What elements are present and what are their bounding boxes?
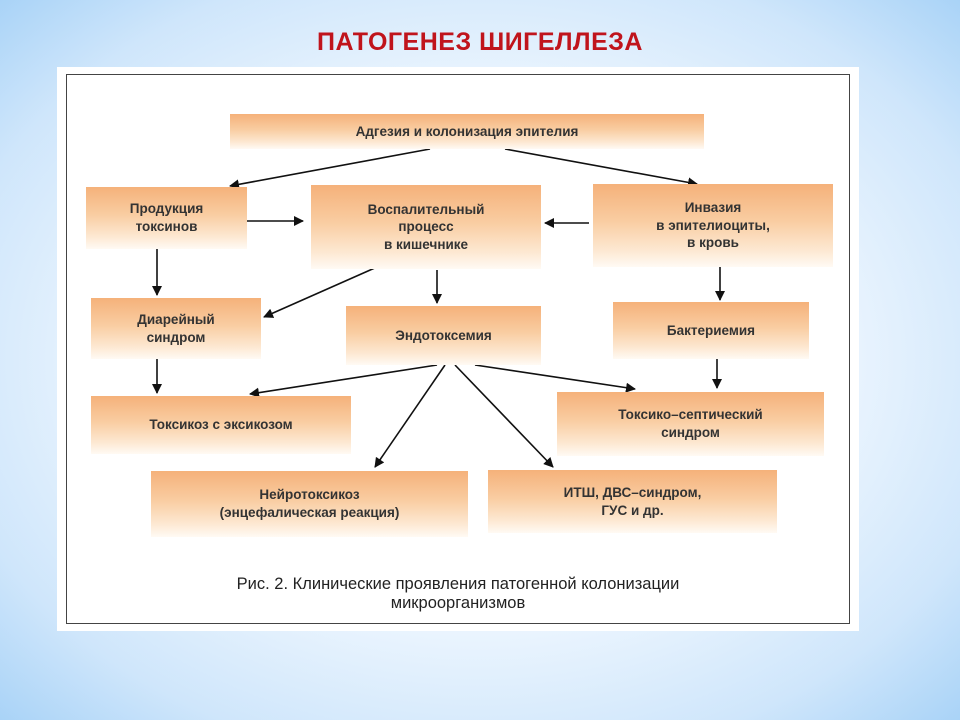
figure-caption: Рис. 2. Клинические проявления патогенно…	[236, 575, 680, 612]
arrow-adhesion-to-toxins	[229, 148, 431, 190]
arrow-endotoxemia-to-neurotoxicosis	[374, 364, 446, 468]
box-toxicosis: Токсикоз с эксикозом	[91, 396, 351, 454]
box-diarrhea: Диарейный синдром	[91, 298, 261, 359]
box-endotoxemia: Эндотоксемия	[346, 306, 541, 365]
arrow-inflammation-to-diarrhea	[263, 266, 378, 318]
box-septic: Токсико–септический синдром	[557, 392, 824, 456]
arrow-adhesion-to-invasion	[504, 148, 698, 188]
arrow-endotoxemia-to-itsh	[454, 364, 554, 468]
box-toxins: Продукция токсинов	[86, 187, 247, 249]
diagram-arrows	[152, 148, 725, 468]
box-itsh: ИТШ, ДВС–синдром, ГУС и др.	[488, 470, 777, 533]
arrow-endotoxemia-to-toxicosis	[249, 364, 438, 398]
box-adhesion: Адгезия и колонизация эпителия	[230, 114, 704, 149]
slide-title: ПАТОГЕНЕЗ ШИГЕЛЛЕЗА	[317, 28, 643, 56]
arrow-endotoxemia-to-septic	[474, 364, 636, 393]
diagram-frame	[66, 74, 850, 624]
box-invasion: Инвазия в эпителиоциты, в кровь	[593, 184, 833, 267]
box-inflammation: Воспалительный процесс в кишечнике	[311, 185, 541, 269]
box-bacteremia: Бактериемия	[613, 302, 809, 359]
diagram-panel: Адгезия и колонизация эпителия Продукция…	[57, 67, 859, 631]
box-neurotoxicosis: Нейротоксикоз (энцефалическая реакция)	[151, 471, 468, 537]
